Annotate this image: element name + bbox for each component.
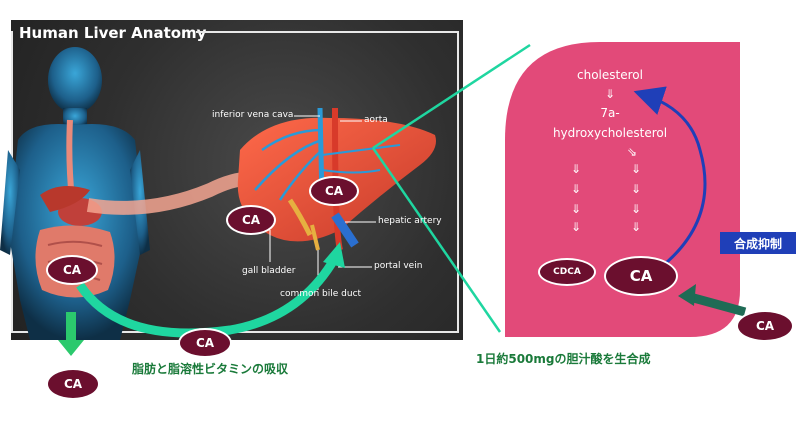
pathway-cholesterol: cholesterol xyxy=(577,68,643,82)
cdca-oval: CDCA xyxy=(538,258,596,286)
label-portal-vein: portal vein xyxy=(374,261,423,271)
pathway-right-arrow-2: ⇓ xyxy=(630,182,642,196)
feedback-badge: 合成抑制 xyxy=(720,232,796,254)
ca-oval-bottom-mid: CA xyxy=(178,328,232,358)
label-bile-duct: common bile duct xyxy=(280,289,362,299)
body-figure xyxy=(0,47,150,340)
label-hepatic-artery: hepatic artery xyxy=(378,216,442,226)
pathway-arrow-diag: ⇘ xyxy=(626,145,638,159)
label-ivc: inferior vena cava xyxy=(212,110,294,120)
label-gall-bladder: gall bladder xyxy=(242,266,296,276)
pathway-right-arrow-1: ⇓ xyxy=(630,162,642,176)
ca-oval-intestine: CA xyxy=(46,255,98,285)
pathway-left-arrow-2: ⇓ xyxy=(570,182,582,196)
pathway-right-arrow-4: ⇓ xyxy=(630,220,642,234)
ca-oval-liver-top: CA xyxy=(309,176,359,206)
ca-oval-synth: CA xyxy=(604,256,678,296)
panel-title: Human Liver Anatomy xyxy=(19,24,207,42)
pathway-left-arrow-1: ⇓ xyxy=(570,162,582,176)
pathway-7a: 7a- xyxy=(600,106,620,120)
ca-oval-bottom-left: CA xyxy=(46,368,100,400)
pathway-hydroxy: hydroxycholesterol xyxy=(552,126,668,140)
pathway-arrow-1: ⇓ xyxy=(604,87,616,101)
synthesis-caption: 1日約500mgの胆汁酸を生合成 xyxy=(476,352,651,366)
pathway-left-arrow-3: ⇓ xyxy=(570,202,582,216)
ca-oval-liver-left: CA xyxy=(226,205,276,235)
pathway-right-arrow-3: ⇓ xyxy=(630,202,642,216)
ca-oval-right: CA xyxy=(736,310,794,342)
label-aorta: aorta xyxy=(364,115,388,125)
pathway-left-arrow-4: ⇓ xyxy=(570,220,582,234)
absorption-caption: 脂肪と脂溶性ビタミンの吸収 xyxy=(132,362,289,376)
panel-frame-top xyxy=(196,31,457,33)
